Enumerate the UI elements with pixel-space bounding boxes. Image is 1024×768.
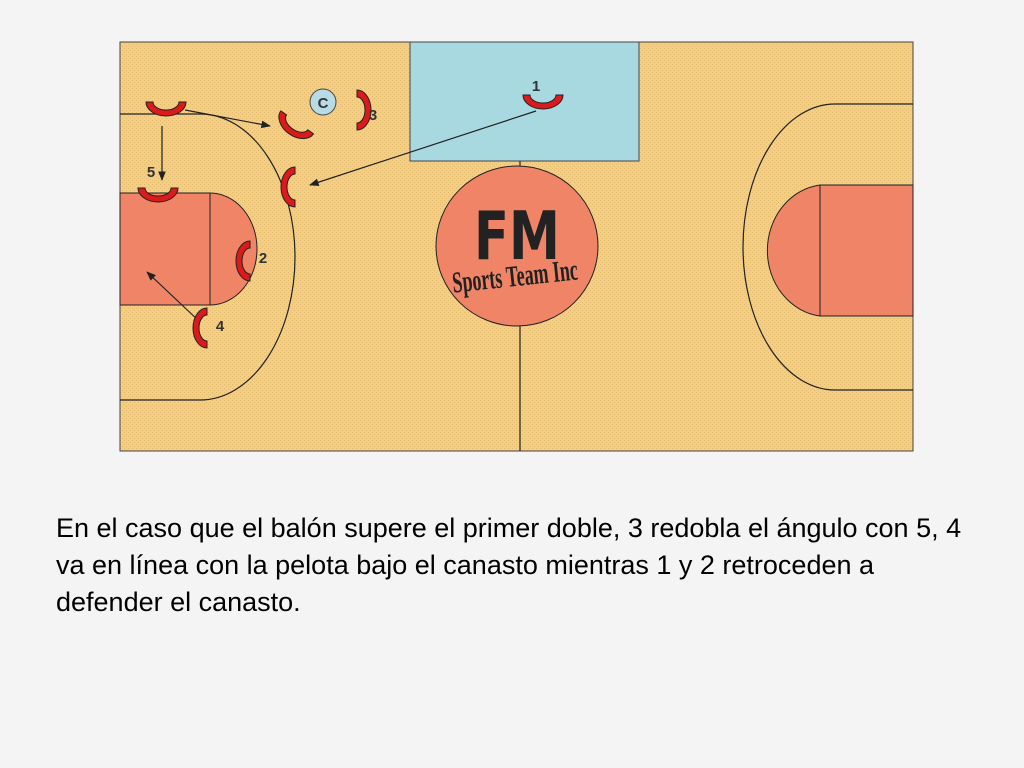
defender-2 [235,240,251,282]
defender-4 [192,307,208,349]
defender-1 [522,94,564,110]
top-key-box [409,41,640,162]
defender-3 [356,89,372,131]
center-circle [435,165,599,327]
ball-label: C [318,95,329,112]
defender-mid-left [280,166,296,208]
logo-fm: FM [474,198,560,276]
defender-5 [137,187,179,203]
right-three-point-line [742,103,913,391]
left-three-point-line [120,113,296,401]
ball-icon [309,88,337,116]
play-description: En el caso que el balón supere el primer… [56,513,962,617]
player-label-5: 5 [147,164,155,181]
defender-top-left [145,101,187,117]
court-diagram: FM Sports Team Inc C 1 2 3 4 5 [119,41,914,452]
arrow-top-to-3 [184,109,271,129]
player-label-4: 4 [216,318,225,335]
arrow-1-to-defender [309,110,537,186]
left-paint [119,192,258,306]
player-label-2: 2 [259,250,267,267]
player-label-3: 3 [369,107,377,124]
player-label-1: 1 [532,78,540,95]
right-paint [766,184,914,317]
arrow-4-to-basket [146,271,201,323]
defender-near-c [278,110,315,140]
